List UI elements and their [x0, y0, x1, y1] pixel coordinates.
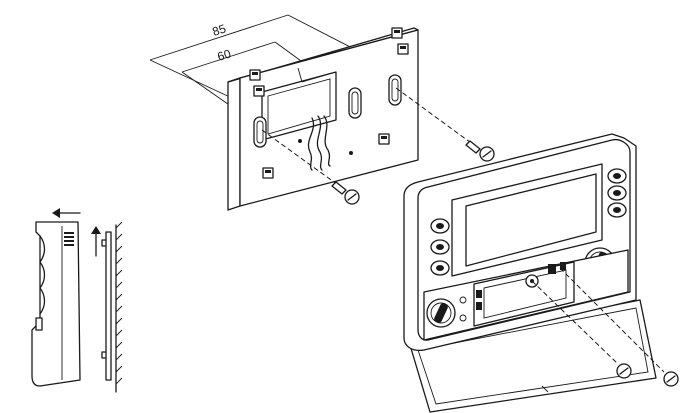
dim-85-extension-left [149, 59, 233, 99]
slot-center-inner [351, 91, 359, 115]
clip-shadow [265, 170, 271, 173]
plate-hook-top [101, 239, 107, 247]
rotary-dial-left[interactable] [426, 298, 456, 328]
right-button-column [607, 168, 627, 218]
wall-hatching [115, 221, 123, 385]
thermostat-side-knobs [39, 235, 46, 315]
plate-hook-bottom [101, 351, 107, 359]
cable-opening-inner [267, 78, 331, 135]
up-arrow-icon [91, 226, 101, 257]
screw-path-right [395, 87, 479, 149]
terminal [560, 262, 566, 270]
terminal-block-inner [483, 269, 567, 319]
opening-notch-top [301, 71, 337, 83]
screw-path-left [261, 129, 346, 191]
clip-shadow [394, 30, 400, 33]
screw-path-unit-1 [531, 280, 619, 365]
opening-notch [297, 67, 303, 83]
clip-shadow [381, 136, 387, 139]
thermostat-side-body [31, 221, 81, 387]
clip-shadow [252, 72, 258, 75]
left-button-column [430, 218, 450, 276]
screw-icon [616, 363, 632, 379]
slot-left-inner [256, 120, 264, 144]
terminal [476, 290, 482, 298]
hinged-cover-inner [417, 307, 649, 405]
plate-edge-left [227, 77, 241, 211]
dim-85-label: 85 [211, 21, 228, 39]
clip-shadow [400, 46, 406, 49]
screw-icon [331, 181, 360, 205]
thermostat-unit [403, 133, 657, 413]
side-view-diagram [31, 208, 123, 393]
dial-indicator [459, 296, 467, 304]
plate-hole [298, 139, 302, 143]
dim-85-line [149, 14, 289, 61]
cover-notch [541, 385, 549, 393]
thermostat-side-latch [35, 317, 43, 331]
side-vent-slots [64, 232, 74, 246]
dim-60-label: 60 [216, 46, 233, 64]
dial-indicator [459, 314, 467, 322]
cable-wires [307, 115, 331, 171]
screw-icon [465, 140, 495, 162]
terminal [476, 302, 482, 310]
clip-shadow [256, 88, 262, 91]
dim-60-line [181, 41, 276, 73]
wall-mounting-plate [227, 27, 419, 211]
terminal [548, 264, 556, 274]
plate-clips [249, 27, 409, 179]
display-screen [465, 173, 597, 267]
screw-icon [663, 371, 679, 387]
plate-side-profile [105, 231, 112, 381]
slot-center [348, 87, 362, 119]
screw-path-unit-2 [559, 267, 665, 373]
plate-hole [349, 151, 353, 155]
left-arrow-icon [52, 208, 81, 218]
dimension-annotations: 85 60 [149, 14, 396, 126]
terminal-block [473, 261, 575, 327]
